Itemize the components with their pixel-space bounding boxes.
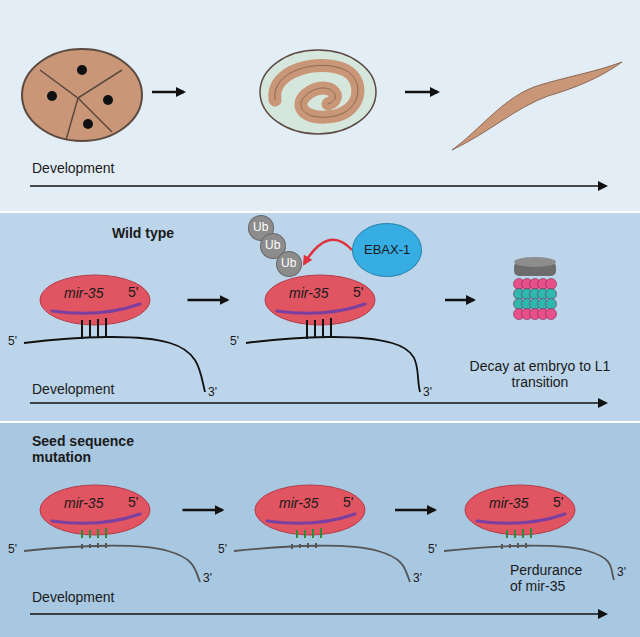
node-text: mir-35: [64, 285, 103, 301]
stage-arrow: [152, 91, 184, 94]
node-text: Development: [32, 160, 115, 176]
node-text: mir-35: [64, 495, 103, 511]
node-subtext: 5': [343, 494, 353, 510]
process-arrow: [188, 299, 228, 302]
stage-arrow: [445, 299, 474, 302]
strand-end-label: 3': [203, 572, 212, 586]
node-text: mir-35: [279, 495, 318, 511]
note-text: Perdurance of mir-35: [510, 562, 592, 594]
node-subtext: 5': [128, 494, 138, 510]
strand-end-label: 3': [423, 386, 432, 400]
node-subtext: 5': [128, 284, 138, 300]
panel-ground: [0, 423, 640, 637]
process-arrow: [395, 509, 435, 512]
node-text: Wild type: [112, 225, 174, 241]
strand-end-label: 5': [218, 543, 227, 557]
panel: Seed sequence mutationDevelopment mir-35 5…: [0, 423, 640, 637]
process-arrow: [304, 240, 352, 264]
strand-end-label: 3': [413, 572, 422, 586]
argonaute-blob: mir-35 5': [265, 275, 375, 325]
strand-end-label: 5': [8, 335, 17, 349]
node-text: Ub: [281, 257, 296, 271]
timeline-arrow: [30, 185, 606, 187]
ebax-ellipse: EBAX-1: [352, 223, 422, 277]
seed-stub: [82, 543, 526, 549]
strand-end-label: 5': [230, 335, 239, 349]
late-embryo-figure: [260, 50, 376, 134]
strand-end-label: 3': [617, 566, 626, 580]
strand-end-label: 3': [208, 386, 217, 400]
timeline-arrow: [30, 613, 606, 615]
node-text: EBAX-1: [364, 243, 410, 258]
seed-pairing: [82, 318, 331, 339]
argonaute-shapes: [40, 275, 575, 535]
node-text: mir-35: [489, 495, 528, 511]
mismatched-seed: [82, 528, 531, 538]
stage-arrow: [405, 91, 438, 94]
argonaute-blob: mir-35 5': [465, 485, 575, 535]
node-subtext: Development: [32, 589, 115, 605]
ubiquitin-circle: Ub: [276, 251, 302, 277]
node-subtext: Development: [32, 381, 115, 397]
argonaute-blob: mir-35 5': [255, 485, 365, 535]
panel-ground: [0, 0, 640, 211]
embryo-figure: [22, 49, 142, 141]
node-text: Ub: [253, 221, 268, 235]
argonaute-blob: mir-35 5': [40, 485, 150, 535]
node-subtext: 5': [553, 494, 563, 510]
panel: Development: [0, 0, 640, 211]
process-arrow: [183, 509, 223, 512]
node-subtext: 5': [353, 284, 363, 300]
proteasome-figure: [514, 257, 557, 320]
strand-end-label: 5': [8, 543, 17, 557]
strand-end-label: 5': [428, 543, 437, 557]
panel-ground: [0, 213, 640, 421]
timeline-arrow: [30, 402, 606, 404]
note-text: Decay at embryo to L1 transition: [455, 358, 625, 390]
larva-figure: [452, 62, 622, 150]
node-text: Ub: [265, 239, 280, 253]
node-text: mir-35: [289, 285, 328, 301]
argonaute-blob: mir-35 5': [40, 275, 150, 325]
node-text: Seed sequence mutation: [32, 433, 162, 465]
